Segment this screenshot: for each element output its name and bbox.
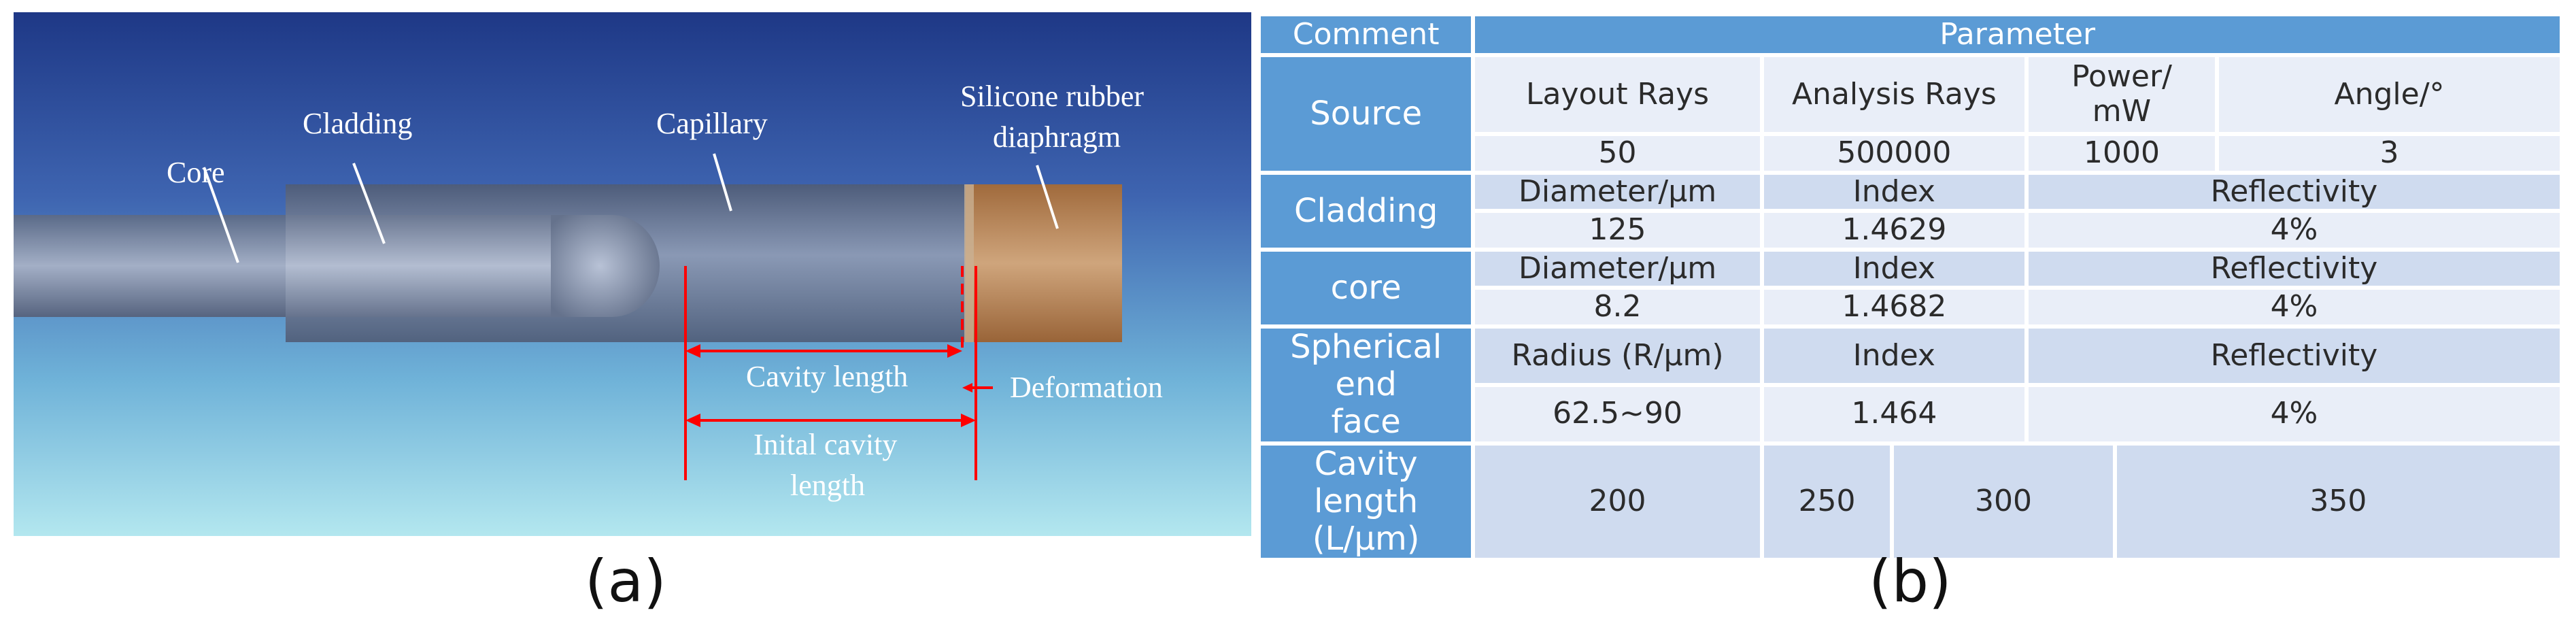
header-comment: Comment bbox=[1261, 16, 1472, 53]
core-diameter-header: Diameter/μm bbox=[1475, 251, 1760, 286]
spherical-radius-header: Radius (R/μm) bbox=[1475, 328, 1760, 383]
capillary-pointer bbox=[713, 153, 732, 212]
core-row-1: core Diameter/μm Index Reflectivity bbox=[1261, 251, 2560, 324]
core-reflectivity-value: 4% bbox=[2028, 290, 2560, 324]
source-row-2: 50 500000 1000 3 bbox=[1261, 135, 2560, 171]
source-analysis-rays: Analysis Rays bbox=[1763, 57, 2024, 132]
source-row-1: Source Layout Rays Analysis Rays Power/m… bbox=[1261, 57, 2560, 171]
caption-a: (a) bbox=[585, 548, 666, 616]
spherical-reflectivity-header: Reflectivity bbox=[2028, 328, 2560, 383]
category-source: Source bbox=[1261, 57, 1472, 171]
source-layout-rays: Layout Rays bbox=[1475, 57, 1760, 132]
cavity-value-2: 250 bbox=[1763, 445, 1891, 558]
label-initial-cavity-1: Inital cavity bbox=[753, 428, 897, 461]
header-row: Comment Parameter bbox=[1261, 16, 2560, 53]
cladding-reflectivity-value: 4% bbox=[2028, 213, 2560, 248]
schematic-svg: Core Cladding Capillary Silicone rubber … bbox=[14, 12, 1251, 536]
label-deformation: Deformation bbox=[1010, 371, 1163, 404]
cavity-value-4: 350 bbox=[2116, 445, 2560, 558]
label-diaphragm-1: Silicone rubber bbox=[960, 80, 1144, 113]
cladding-row-1: Cladding Diameter/μm Index Reflectivity bbox=[1261, 174, 2560, 248]
silicone-rubber-diaphragm bbox=[966, 184, 1122, 342]
cladding-pointer bbox=[352, 163, 386, 244]
diaphragm-edge bbox=[964, 184, 974, 342]
schematic-labels: Core Cladding Capillary Silicone rubber … bbox=[167, 80, 1163, 502]
initial-arrowhead-right bbox=[961, 414, 976, 427]
diaphragm-pointer bbox=[1036, 165, 1059, 229]
label-core: Core bbox=[167, 156, 225, 189]
parameter-table-panel: Comment Parameter Source Layout Rays Ana… bbox=[1257, 12, 2564, 558]
deformation-arrowhead bbox=[962, 383, 972, 392]
cavity-label-line2: (L/μm) bbox=[1312, 519, 1420, 558]
label-initial-cavity-2: length bbox=[790, 469, 865, 502]
dimension-annotations bbox=[684, 266, 993, 480]
source-power-value: 1000 bbox=[2028, 135, 2216, 171]
label-diaphragm-2: diaphragm bbox=[993, 120, 1121, 154]
spherical-radius-value: 62.5~90 bbox=[1475, 386, 1760, 441]
fiber-core-section bbox=[14, 215, 292, 317]
cladding-section bbox=[286, 215, 571, 317]
core-pointer bbox=[203, 167, 239, 263]
label-capillary: Capillary bbox=[656, 107, 768, 140]
label-cavity-length: Cavity length bbox=[746, 360, 908, 393]
spherical-reflectivity-value: 4% bbox=[2028, 386, 2560, 441]
cladding-row-2: 125 1.4629 4% bbox=[1261, 213, 2560, 248]
cladding-index-value: 1.4629 bbox=[1763, 213, 2024, 248]
source-angle-value: 3 bbox=[2219, 135, 2560, 171]
category-cavity-length: Cavity length(L/μm) bbox=[1261, 444, 1472, 558]
cladding-reflectivity-header: Reflectivity bbox=[2028, 174, 2560, 210]
source-power-line1: Power/ bbox=[2071, 59, 2172, 95]
caption-b: (b) bbox=[1869, 548, 1952, 616]
cladding-diameter-value: 125 bbox=[1475, 213, 1760, 248]
core-row-2: 8.2 1.4682 4% bbox=[1261, 290, 2560, 324]
category-cladding: Cladding bbox=[1261, 174, 1472, 248]
source-analysis-rays-value: 500000 bbox=[1763, 135, 2024, 171]
header-parameter: Parameter bbox=[1475, 16, 2560, 53]
spherical-end-face bbox=[551, 215, 660, 317]
cavity-value-3: 300 bbox=[1894, 445, 2113, 558]
core-reflectivity-header: Reflectivity bbox=[2028, 251, 2560, 286]
fiber-sensor-schematic: Core Cladding Capillary Silicone rubber … bbox=[14, 12, 1251, 536]
source-layout-rays-value: 50 bbox=[1475, 135, 1760, 171]
source-power: Power/mW bbox=[2028, 57, 2216, 132]
cavity-arrowhead-right bbox=[947, 344, 962, 358]
source-angle: Angle/° bbox=[2219, 57, 2560, 132]
category-core: core bbox=[1261, 251, 1472, 324]
parameter-table: Comment Parameter Source Layout Rays Ana… bbox=[1257, 12, 2564, 562]
cavity-value-1: 200 bbox=[1475, 445, 1760, 558]
cavity-row: Cavity length(L/μm) 200 250 300 350 bbox=[1261, 444, 2560, 558]
cavity-label-line1: Cavity length bbox=[1314, 444, 1419, 520]
core-index-value: 1.4682 bbox=[1763, 290, 2024, 324]
label-cladding: Cladding bbox=[303, 107, 412, 140]
core-diameter-value: 8.2 bbox=[1475, 290, 1760, 324]
spherical-label-line2: face bbox=[1331, 403, 1401, 441]
spherical-index-value: 1.464 bbox=[1763, 386, 2024, 441]
spherical-index-header: Index bbox=[1763, 328, 2024, 383]
initial-arrowhead-left bbox=[685, 414, 700, 427]
cladding-index-header: Index bbox=[1763, 174, 2024, 210]
core-index-header: Index bbox=[1763, 251, 2024, 286]
cavity-arrowhead-left bbox=[685, 344, 700, 358]
spherical-label-line1: Spherical end bbox=[1290, 327, 1442, 404]
source-power-line2: mW bbox=[2092, 94, 2152, 129]
cladding-diameter-header: Diameter/μm bbox=[1475, 174, 1760, 210]
spherical-row-2: 62.5~90 1.464 4% bbox=[1261, 386, 2560, 441]
